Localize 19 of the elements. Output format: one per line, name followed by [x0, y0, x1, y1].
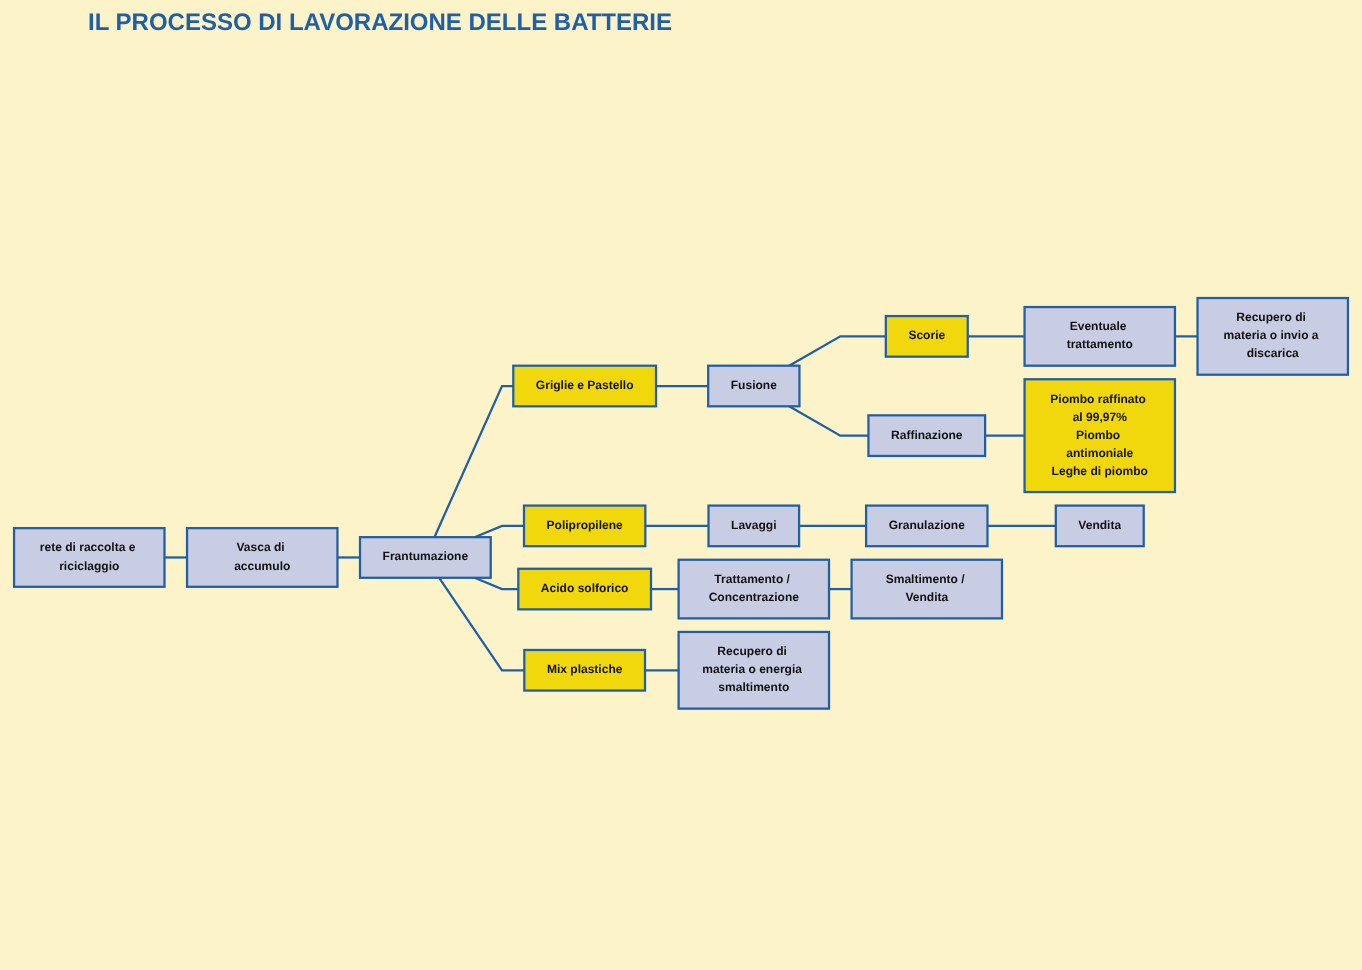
connector — [474, 525, 524, 539]
connector — [967, 335, 1025, 339]
connector — [829, 588, 852, 591]
connector — [987, 525, 1056, 528]
connector — [651, 588, 679, 591]
connector — [164, 557, 188, 560]
diagram-title: IL PROCESSO DI LAVORAZIONE DELLE BATTERIE — [88, 8, 673, 36]
connector — [788, 406, 869, 438]
connector — [1174, 335, 1198, 339]
connector — [438, 577, 525, 673]
connector — [433, 385, 514, 539]
connector — [645, 669, 679, 673]
connector — [788, 335, 886, 368]
connector — [656, 385, 709, 388]
connector — [985, 435, 1025, 438]
connector — [645, 525, 709, 528]
connector — [474, 577, 519, 591]
connector — [337, 557, 360, 560]
connector — [799, 525, 867, 528]
